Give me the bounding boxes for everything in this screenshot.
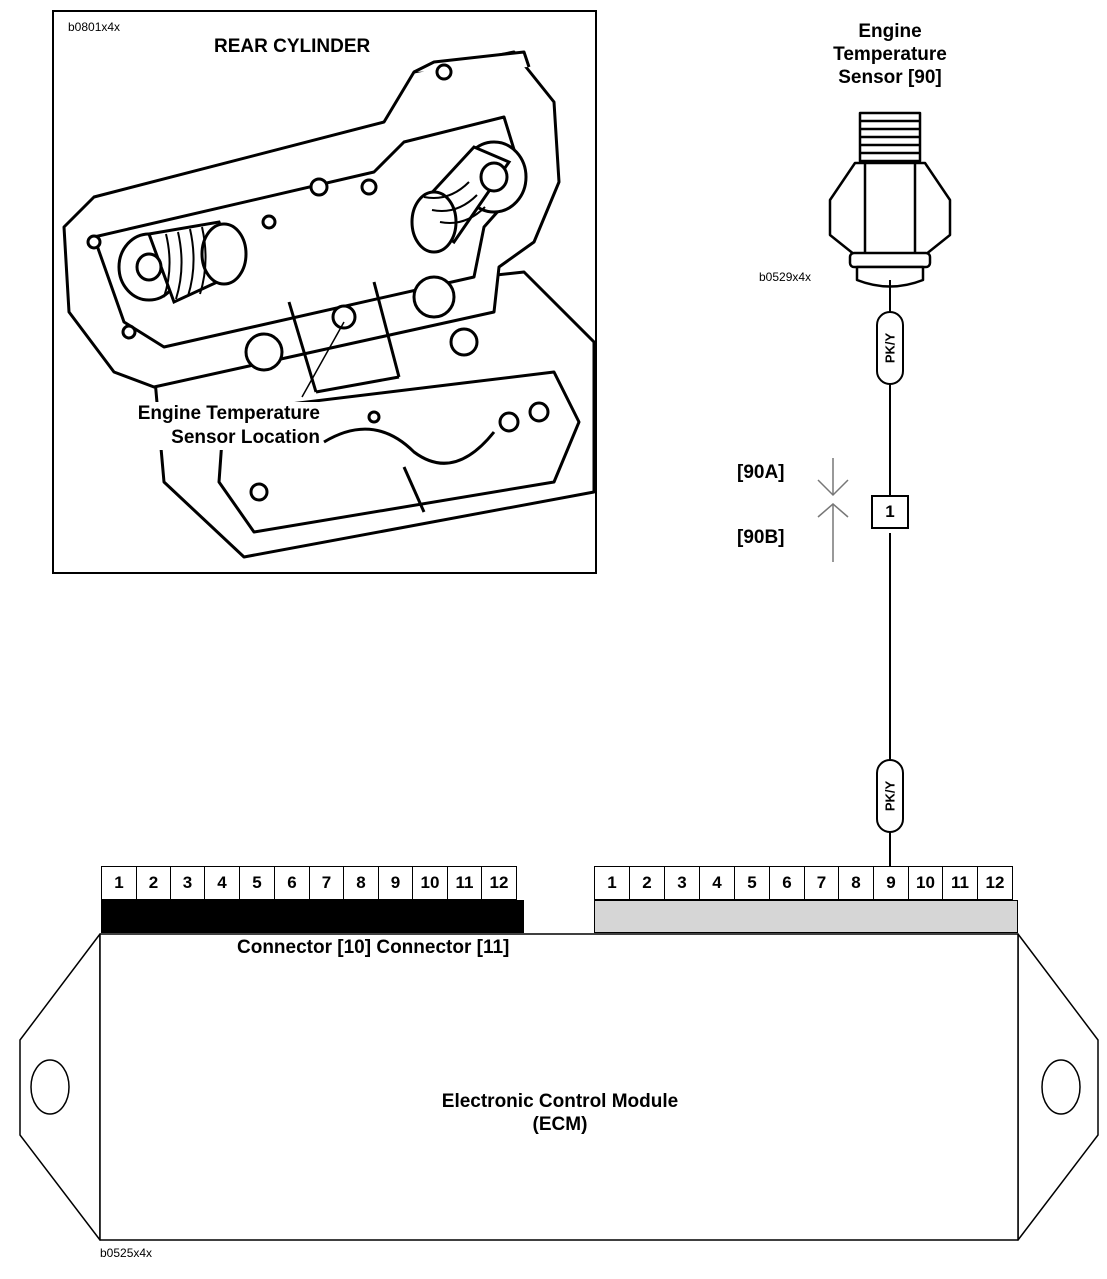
connector-10-pin-11: 11 [447,866,482,900]
sensor-title-line2: Temperature [833,44,947,65]
connector-11-pin-7: 7 [804,866,839,900]
ecm-label-line1: Electronic Control Module [441,1091,679,1112]
connector-10-pin-12: 12 [481,866,517,900]
ecm-label: Electronic Control Module (ECM) [300,1090,820,1136]
connector-11-pin-11: 11 [942,866,978,900]
sensor-title-line3: Sensor [90] [838,67,942,88]
connector-11-pin-2: 2 [629,866,665,900]
connector-10-pin-2: 2 [136,866,171,900]
connector-10-pin-4: 4 [204,866,240,900]
inset-figure-code: b0801x4x [68,20,121,34]
rear-cylinder-inset: b0801x4x REAR CYLINDER [52,10,597,574]
connector-11-pin-6: 6 [769,866,805,900]
connector-11-band [594,900,1018,933]
right-mounting-hole-icon [1041,1059,1081,1115]
wire-color-bottom: PK/Y [883,781,898,812]
connector-11-pin-9: 9 [873,866,909,900]
pk-y-wire: PK/Y PK/Y [817,280,904,866]
connector-10-pin-3: 3 [170,866,205,900]
sensor-title-line1: Engine [858,21,922,42]
left-mounting-hole-icon [30,1059,70,1115]
sensor-figure-code: b0529x4x [759,270,812,284]
connector-11-pin-8: 8 [838,866,874,900]
temperature-sensor-icon [828,111,952,288]
wire-color-top: PK/Y [883,333,898,364]
location-label-line1: Engine Temperature [137,403,320,424]
cylinder-head-illustration [62,50,595,559]
connector-11-pin-5: 5 [734,866,770,900]
connector-11-pin-12: 12 [977,866,1013,900]
connector-11-pin-10: 10 [908,866,943,900]
connector-11-pin-3: 3 [664,866,700,900]
connector-10-pin-6: 6 [274,866,310,900]
connector-10-band [101,900,524,933]
sensor-location-callout: Engine Temperature Sensor Location [88,402,320,450]
connector-caption: Connector [10] Connector [11] [235,937,512,959]
connector-10-pin-1: 1 [101,866,137,900]
connector-90-pin: 1 [871,495,909,529]
ecm-body [19,933,1099,1241]
sensor-title: Engine Temperature Sensor [90] [770,20,1010,89]
ecm-label-line2: (ECM) [532,1114,588,1135]
connector-90b-label: [90B] [737,527,785,548]
connector-10-pin-5: 5 [239,866,275,900]
connector-90a-label: [90A] [737,462,785,483]
connector-10-pin-7: 7 [309,866,344,900]
location-label-line2: Sensor Location [171,427,320,448]
connector-10-pin-10: 10 [412,866,448,900]
inset-title: REAR CYLINDER [214,36,371,57]
connector-11-pin-1: 1 [594,866,630,900]
wire-tag-top [876,311,904,385]
connector-11-pin-4: 4 [699,866,735,900]
ecm-figure-code: b0525x4x [100,1246,153,1260]
wire-tag-bottom [876,759,904,833]
connector-10-pin-9: 9 [378,866,413,900]
connector-10-pin-8: 8 [343,866,379,900]
